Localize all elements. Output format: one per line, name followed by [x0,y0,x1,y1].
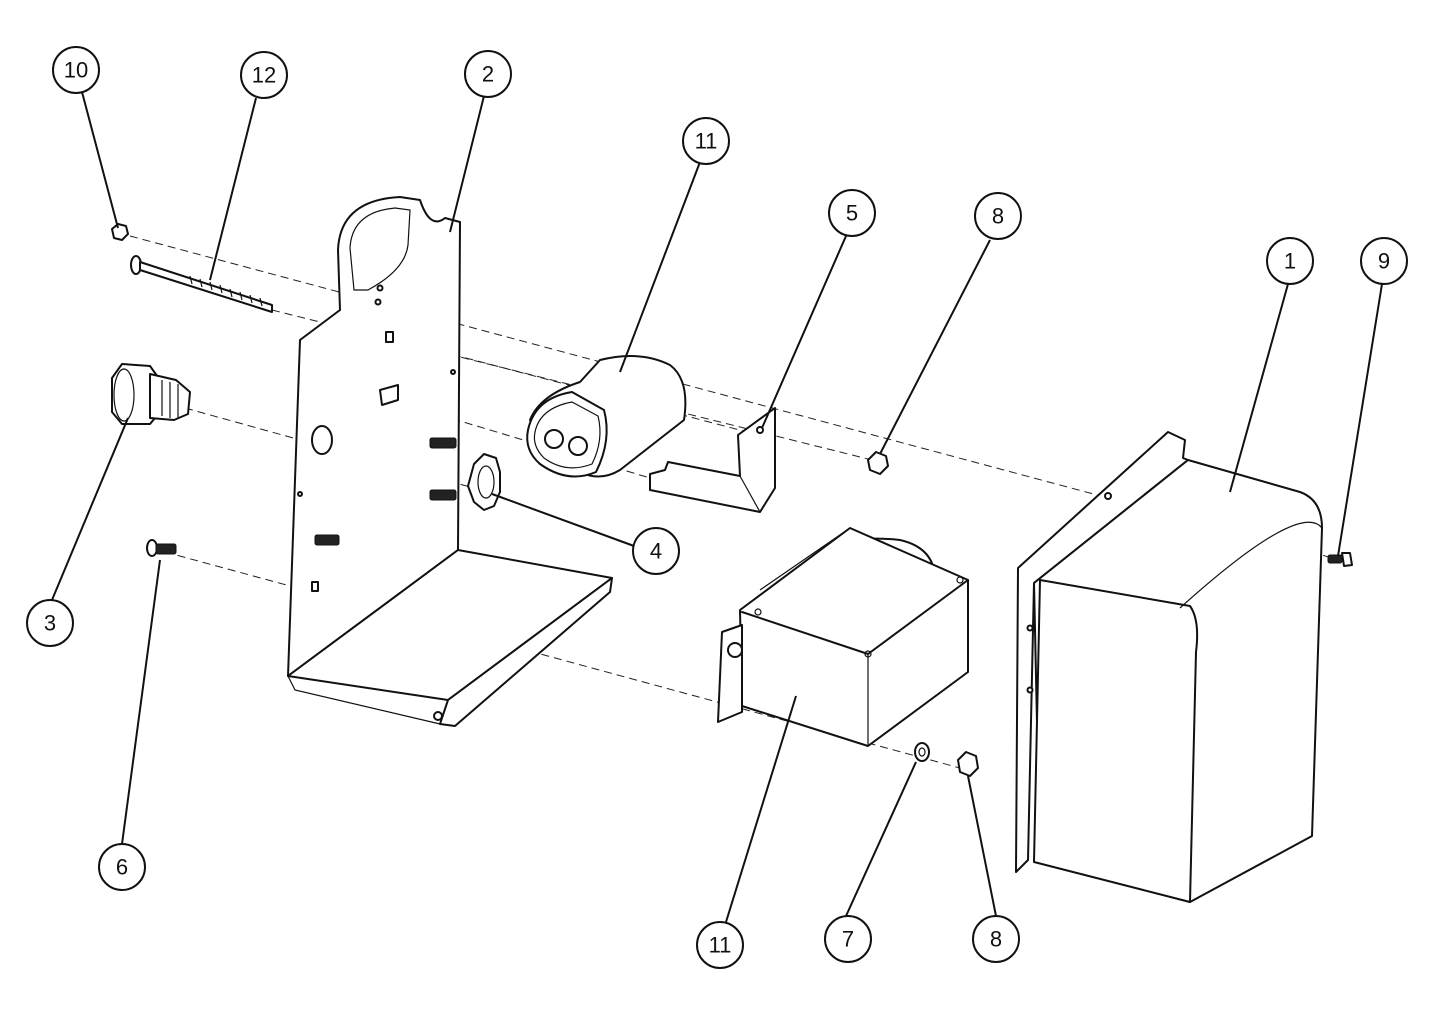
bottom-nut [957,751,979,777]
capacitor [526,355,687,478]
callout-11-transformer: 11 [696,921,744,969]
svg-text:7: 7 [842,927,854,952]
capacitor-bracket [649,407,776,513]
svg-text:3: 3 [44,611,56,636]
svg-text:11: 11 [695,129,718,154]
callout-7: 7 [824,915,872,963]
callout-11-capacitor: 11 [682,117,730,165]
leader-lines [51,91,1383,923]
callout-12: 12 [240,51,288,99]
svg-text:8: 8 [990,927,1002,952]
callout-6: 6 [98,843,146,891]
svg-text:12: 12 [252,63,276,88]
top-nut [867,451,889,475]
callout-3: 3 [26,599,74,647]
cable-gland [111,363,191,425]
locknut [467,453,501,511]
callout-2: 2 [464,50,512,98]
callout-8-top: 8 [974,192,1022,240]
callout-1: 1 [1266,237,1314,285]
callout-5: 5 [828,189,876,237]
svg-text:4: 4 [650,539,662,564]
long-bolt [130,255,273,313]
small-nut [111,223,129,241]
callout-9: 9 [1360,237,1408,285]
callout-4: 4 [632,527,680,575]
svg-text:2: 2 [482,62,494,87]
svg-text:8: 8 [992,204,1004,229]
callout-8-bottom: 8 [972,915,1020,963]
svg-text:10: 10 [64,58,88,83]
svg-text:5: 5 [846,201,858,226]
svg-text:9: 9 [1378,249,1390,274]
mounting-bracket [287,196,613,727]
washer [914,742,930,762]
svg-text:11: 11 [709,933,732,958]
svg-text:6: 6 [116,855,128,880]
enclosure [1015,431,1323,903]
bracket-studs [314,437,457,546]
svg-text:1: 1 [1284,249,1296,274]
transformer [717,527,969,747]
screw [146,539,177,557]
small-bolt [1327,552,1353,567]
callout-10: 10 [52,46,100,94]
